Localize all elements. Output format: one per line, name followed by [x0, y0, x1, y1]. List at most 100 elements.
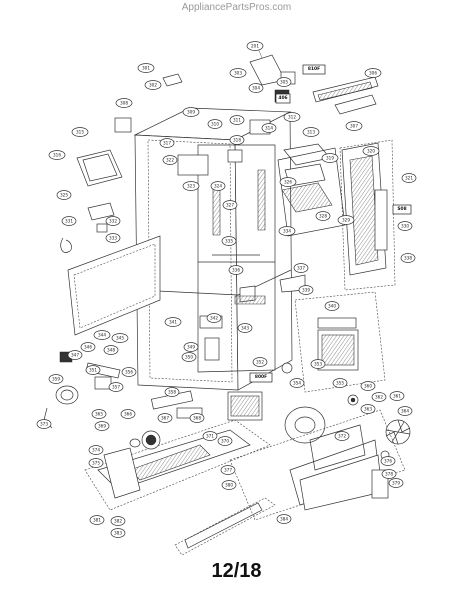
svg-text:351: 351 — [89, 368, 97, 373]
svg-text:800F: 800F — [255, 374, 267, 380]
callout: 376 — [380, 456, 396, 466]
svg-text:370: 370 — [221, 439, 229, 444]
callout: 361 — [389, 391, 405, 401]
svg-text:301: 301 — [142, 66, 150, 71]
svg-text:320: 320 — [367, 149, 375, 154]
svg-text:307: 307 — [350, 124, 358, 129]
svg-text:346: 346 — [84, 345, 92, 350]
svg-text:348: 348 — [107, 348, 115, 353]
svg-text:376: 376 — [384, 459, 392, 464]
callout: 304 — [248, 83, 264, 93]
callout: 336 — [228, 265, 244, 275]
callout: 381 — [89, 515, 105, 525]
callout: 332 — [105, 216, 121, 226]
callout: 382 — [110, 516, 126, 526]
svg-text:302: 302 — [149, 83, 157, 88]
callout: 360 — [360, 381, 376, 391]
svg-text:336: 336 — [232, 268, 240, 273]
callout: 339 — [298, 285, 314, 295]
svg-text:321: 321 — [405, 176, 413, 181]
svg-text:359: 359 — [52, 377, 60, 382]
callout: 377 — [220, 465, 236, 475]
svg-text:378: 378 — [385, 472, 393, 477]
site-watermark: AppliancePartsPros.com — [181, 2, 292, 13]
callout: 380 — [221, 480, 237, 490]
callout: 369 — [94, 421, 110, 431]
callout: 357 — [108, 382, 124, 392]
svg-text:345: 345 — [116, 336, 124, 341]
callout: 321 — [401, 173, 417, 183]
svg-text:311: 311 — [233, 118, 241, 123]
svg-text:380: 380 — [225, 483, 233, 488]
callout: 318 — [229, 135, 245, 145]
callout: 310 — [207, 119, 223, 129]
svg-text:363: 363 — [364, 407, 372, 412]
svg-text:358: 358 — [168, 390, 176, 395]
page-number: 12/18 — [211, 560, 262, 582]
svg-text:338: 338 — [404, 256, 412, 261]
callout: 379 — [388, 478, 404, 488]
boxed-label-s08: S08 — [392, 204, 412, 215]
callout: 320 — [362, 146, 380, 156]
callout: 373 — [36, 419, 52, 429]
svg-text:332: 332 — [109, 219, 117, 224]
svg-text:347: 347 — [71, 353, 79, 358]
svg-text:349: 349 — [187, 345, 195, 350]
svg-text:341: 341 — [169, 320, 177, 325]
callout: 322 — [162, 155, 178, 165]
callout: 355 — [332, 378, 348, 388]
callout: 329 — [337, 215, 355, 225]
callout: 370 — [217, 436, 233, 446]
svg-text:308: 308 — [120, 101, 128, 106]
svg-text:384: 384 — [280, 517, 288, 522]
callout: 347 — [67, 350, 83, 360]
callout: 319 — [321, 153, 339, 163]
callout: 363 — [360, 404, 376, 414]
callout: 343 — [237, 323, 253, 333]
callout: 351 — [85, 365, 101, 375]
svg-text:201: 201 — [251, 44, 259, 49]
callout: 341 — [164, 317, 182, 327]
callout: 334 — [278, 226, 296, 236]
svg-text:352: 352 — [256, 360, 264, 365]
callout: 375 — [88, 458, 104, 468]
svg-text:329: 329 — [342, 218, 350, 223]
callout: 372 — [334, 431, 350, 441]
svg-text:354: 354 — [293, 381, 301, 386]
boxed-label-406: 406 — [275, 93, 291, 104]
callout: 201 — [246, 41, 264, 59]
svg-text:335: 335 — [225, 239, 233, 244]
callout: 303 — [229, 68, 247, 78]
svg-text:339: 339 — [302, 288, 310, 293]
svg-text:330: 330 — [401, 224, 409, 229]
svg-text:328: 328 — [319, 214, 327, 219]
callout: 383 — [110, 528, 126, 538]
svg-text:325: 325 — [60, 193, 68, 198]
callout: 353 — [310, 359, 326, 369]
svg-text:303: 303 — [234, 71, 242, 76]
svg-text:361: 361 — [393, 394, 401, 399]
callout: 326 — [279, 177, 297, 187]
svg-text:367: 367 — [161, 416, 169, 421]
svg-text:S08: S08 — [397, 206, 406, 212]
callout: 362 — [371, 392, 387, 402]
svg-text:360: 360 — [364, 384, 372, 389]
callout: 315 — [71, 127, 89, 137]
svg-text:810F: 810F — [308, 66, 320, 72]
callout: 317 — [159, 138, 175, 148]
callout: 345 — [111, 333, 129, 343]
svg-text:334: 334 — [283, 229, 291, 234]
callout: 367 — [157, 413, 173, 423]
bottom-left-parts — [84, 407, 276, 556]
svg-text:365: 365 — [95, 412, 103, 417]
svg-text:324: 324 — [214, 184, 222, 189]
callout: 340 — [324, 301, 340, 311]
callout: 307 — [345, 121, 363, 131]
callout: 342 — [206, 313, 222, 323]
callout: 366 — [120, 409, 136, 419]
callout: 337 — [293, 263, 309, 273]
svg-text:318: 318 — [233, 138, 241, 143]
svg-text:305: 305 — [280, 80, 288, 85]
callout: 356 — [121, 367, 137, 377]
svg-text:314: 314 — [265, 126, 273, 131]
